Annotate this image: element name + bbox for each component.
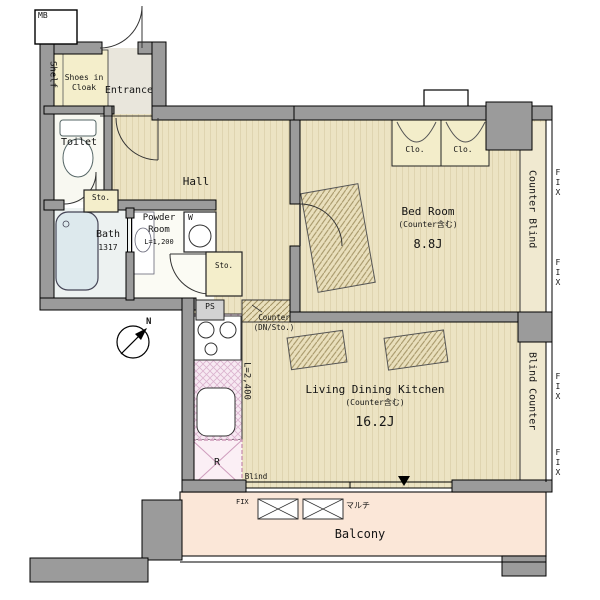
bath-drain-icon xyxy=(62,220,70,228)
bathtub xyxy=(55,211,99,291)
label-entrance: Entrance xyxy=(104,85,154,96)
counter-table xyxy=(383,329,449,371)
label-north: N xyxy=(146,317,152,327)
balcony-access-icon xyxy=(398,476,410,486)
label-hall: Hall xyxy=(182,175,210,188)
toilet-tank xyxy=(59,119,97,137)
neighbor-structure xyxy=(29,557,149,583)
kitchen-sink xyxy=(196,387,236,437)
storage-lower xyxy=(205,251,243,297)
label-counter-2: (DN/Sto.) xyxy=(253,323,295,332)
label-fix-window-2: FIX xyxy=(553,258,563,288)
pillar xyxy=(501,555,547,577)
ldk-floor xyxy=(186,302,546,488)
label-ldk: Living Dining Kitchen xyxy=(305,383,445,396)
pillar xyxy=(485,101,533,151)
pillar xyxy=(517,311,553,343)
service-boxes xyxy=(34,9,263,359)
label-powder-length: L=1,200 xyxy=(144,238,174,246)
label-kitchen-length: L=2,400 xyxy=(241,362,252,400)
furniture xyxy=(286,183,449,371)
label-counter-blind: Counter Blind xyxy=(526,170,538,249)
label-storage-upper: Sto. xyxy=(91,193,111,202)
label-counter-1: Counter xyxy=(258,313,290,322)
label-bedroom-note: (Counter含む) xyxy=(398,220,458,229)
label-shelf: Shelf xyxy=(47,61,58,89)
counter-table xyxy=(286,329,348,371)
hall-door-arc xyxy=(115,117,159,161)
counter-strip-bedroom xyxy=(520,122,546,312)
label-closet-2: Clo. xyxy=(453,145,473,154)
label-washer: W xyxy=(188,213,193,222)
label-powder-2: Room xyxy=(148,225,170,235)
label-meter-box: MB xyxy=(38,11,48,20)
pipe-space xyxy=(195,299,225,321)
powder-door-arc xyxy=(169,253,211,295)
label-multi: マルチ xyxy=(346,501,370,510)
label-fix-window-4: FIX xyxy=(553,448,563,478)
label-storage-lower: Sto. xyxy=(214,261,234,270)
label-toilet: Toilet xyxy=(60,137,98,148)
label-fix-window-3: FIX xyxy=(553,372,563,402)
entrance-door-arc xyxy=(99,5,143,49)
windows xyxy=(100,115,553,563)
label-closet-1: Clo. xyxy=(405,145,425,154)
bedroom-door-arc xyxy=(299,203,343,247)
stove-burner-icon xyxy=(219,321,237,339)
pillar xyxy=(141,499,183,561)
meter-box xyxy=(34,9,78,45)
closet-hanger-icon xyxy=(396,121,437,143)
stove-burner-icon xyxy=(197,321,215,339)
label-ldk-note: (Counter含む) xyxy=(345,398,405,407)
label-bedroom-size: 8.8J xyxy=(413,237,443,251)
vanity-basin xyxy=(134,227,152,253)
label-refrigerator: R xyxy=(213,457,221,468)
label-blind-counter: Blind Counter xyxy=(526,352,538,431)
label-ldk-size: 16.2J xyxy=(355,415,395,430)
label-pipe-space: PS xyxy=(205,302,215,311)
north-arrow-icon xyxy=(135,328,147,340)
closet-hanger-icon xyxy=(445,121,486,143)
fixtures xyxy=(55,119,344,520)
toilet-bowl xyxy=(62,138,94,178)
stove xyxy=(192,315,242,361)
label-cloak: Cloak xyxy=(71,83,97,92)
label-blind: Blind xyxy=(244,472,268,481)
balcony-floor xyxy=(179,491,547,557)
bed xyxy=(300,183,376,293)
label-balcony-fix: FIX xyxy=(236,498,249,506)
walls xyxy=(29,41,553,583)
label-balcony: Balcony xyxy=(334,527,386,541)
stove-burner-icon xyxy=(204,342,218,356)
label-shoes-in: Shoes in xyxy=(64,73,104,82)
label-bedroom: Bed Room xyxy=(401,205,455,218)
label-bath-size: 1317 xyxy=(98,243,118,252)
label-fix-window-1: FIX xyxy=(553,168,563,198)
label-bath: Bath xyxy=(95,229,121,240)
counter-strip-ldk xyxy=(520,342,546,482)
label-powder-1: Powder xyxy=(142,213,176,223)
entrance-floor xyxy=(100,48,158,116)
storage-upper xyxy=(83,189,119,213)
counter-pointer-line xyxy=(251,304,263,313)
washer-drum-icon xyxy=(188,224,212,248)
